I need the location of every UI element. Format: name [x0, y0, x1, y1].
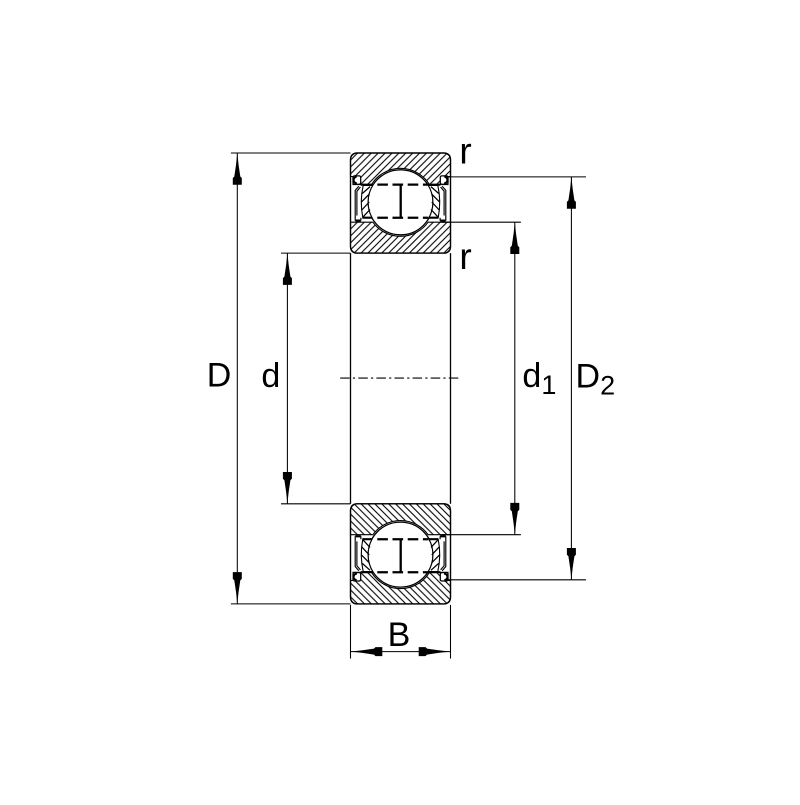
svg-text:d1: d1 [522, 357, 556, 400]
svg-text:r: r [459, 131, 471, 172]
svg-text:D: D [207, 357, 232, 395]
svg-text:r: r [459, 236, 471, 277]
svg-text:B: B [388, 616, 411, 654]
svg-text:d: d [261, 357, 280, 395]
